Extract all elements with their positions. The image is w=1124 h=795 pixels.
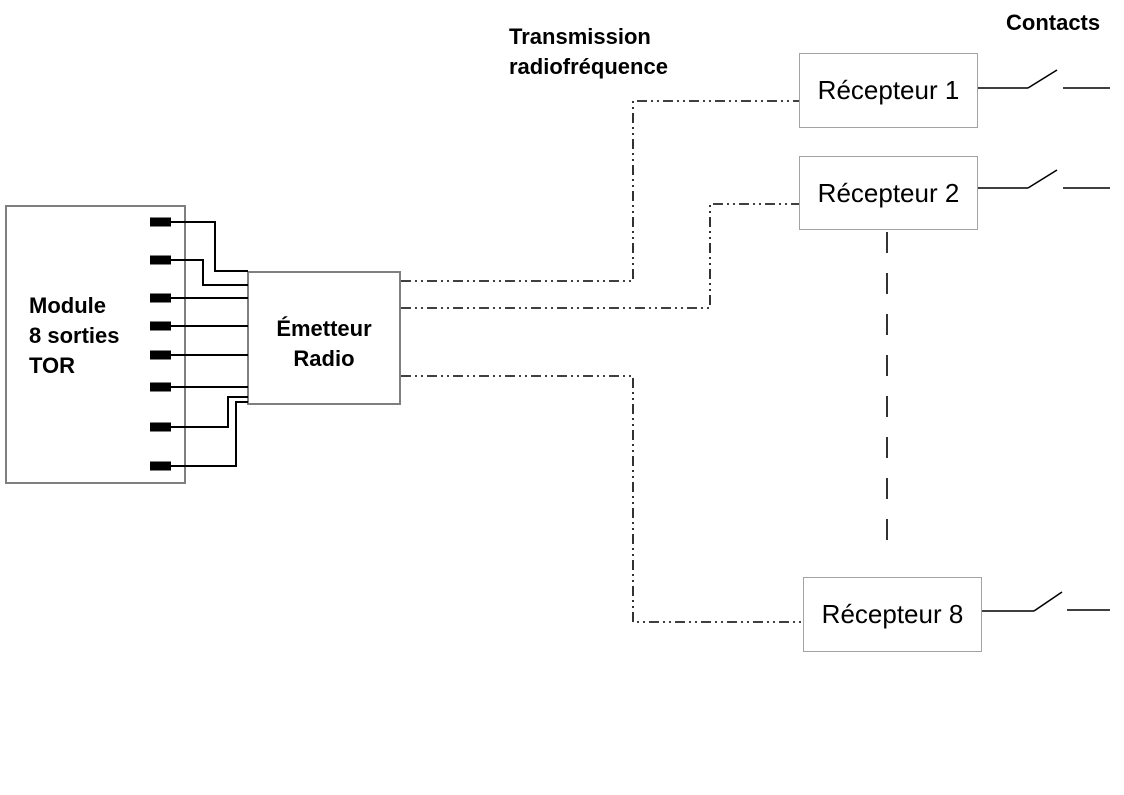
contact-switch-receiver-2 xyxy=(978,169,1110,189)
receiver-8-label: Récepteur 8 xyxy=(821,599,964,629)
contact-switch-receiver-1 xyxy=(978,69,1110,89)
receiver-1-label: Récepteur 1 xyxy=(817,75,960,105)
receiver-2-label: Récepteur 2 xyxy=(817,177,960,208)
rf-transmission-links xyxy=(401,100,803,623)
radio-emitter-box: Émetteur Radio xyxy=(247,271,401,405)
receiver-2-box: Récepteur 2 xyxy=(799,156,978,230)
transmission-rf-label-line2: radiofréquence xyxy=(509,54,668,79)
module-label-line2: 8 sorties xyxy=(29,323,120,348)
contact-blade xyxy=(1027,169,1058,189)
module-8-outputs-box: Module 8 sorties TOR xyxy=(5,205,186,484)
receiver-1-box: Récepteur 1 xyxy=(799,53,978,128)
radio-emitter-label-line1: Émetteur xyxy=(276,316,372,341)
contact-blade xyxy=(1027,69,1058,89)
transmission-rf-label-line1: Transmission xyxy=(509,24,651,49)
radio-emitter-label-line2: Radio xyxy=(293,346,355,371)
transmission-rf-label: Transmission radiofréquence xyxy=(509,22,668,82)
module-label-line1: Module xyxy=(29,293,106,318)
radio-emitter-label: Émetteur Radio xyxy=(276,302,371,374)
module-label: Module 8 sorties TOR xyxy=(29,291,120,381)
contact-blade xyxy=(1033,591,1063,612)
rf-link-receiver-8 xyxy=(401,375,803,623)
contact-switch-receiver-8 xyxy=(982,591,1110,612)
rf-link-receiver-2 xyxy=(401,203,799,309)
rf-link-receiver-1 xyxy=(401,100,799,282)
module-label-line3: TOR xyxy=(29,353,76,378)
receiver-8-box: Récepteur 8 xyxy=(803,577,982,652)
contacts-label: Contacts xyxy=(1006,10,1101,35)
